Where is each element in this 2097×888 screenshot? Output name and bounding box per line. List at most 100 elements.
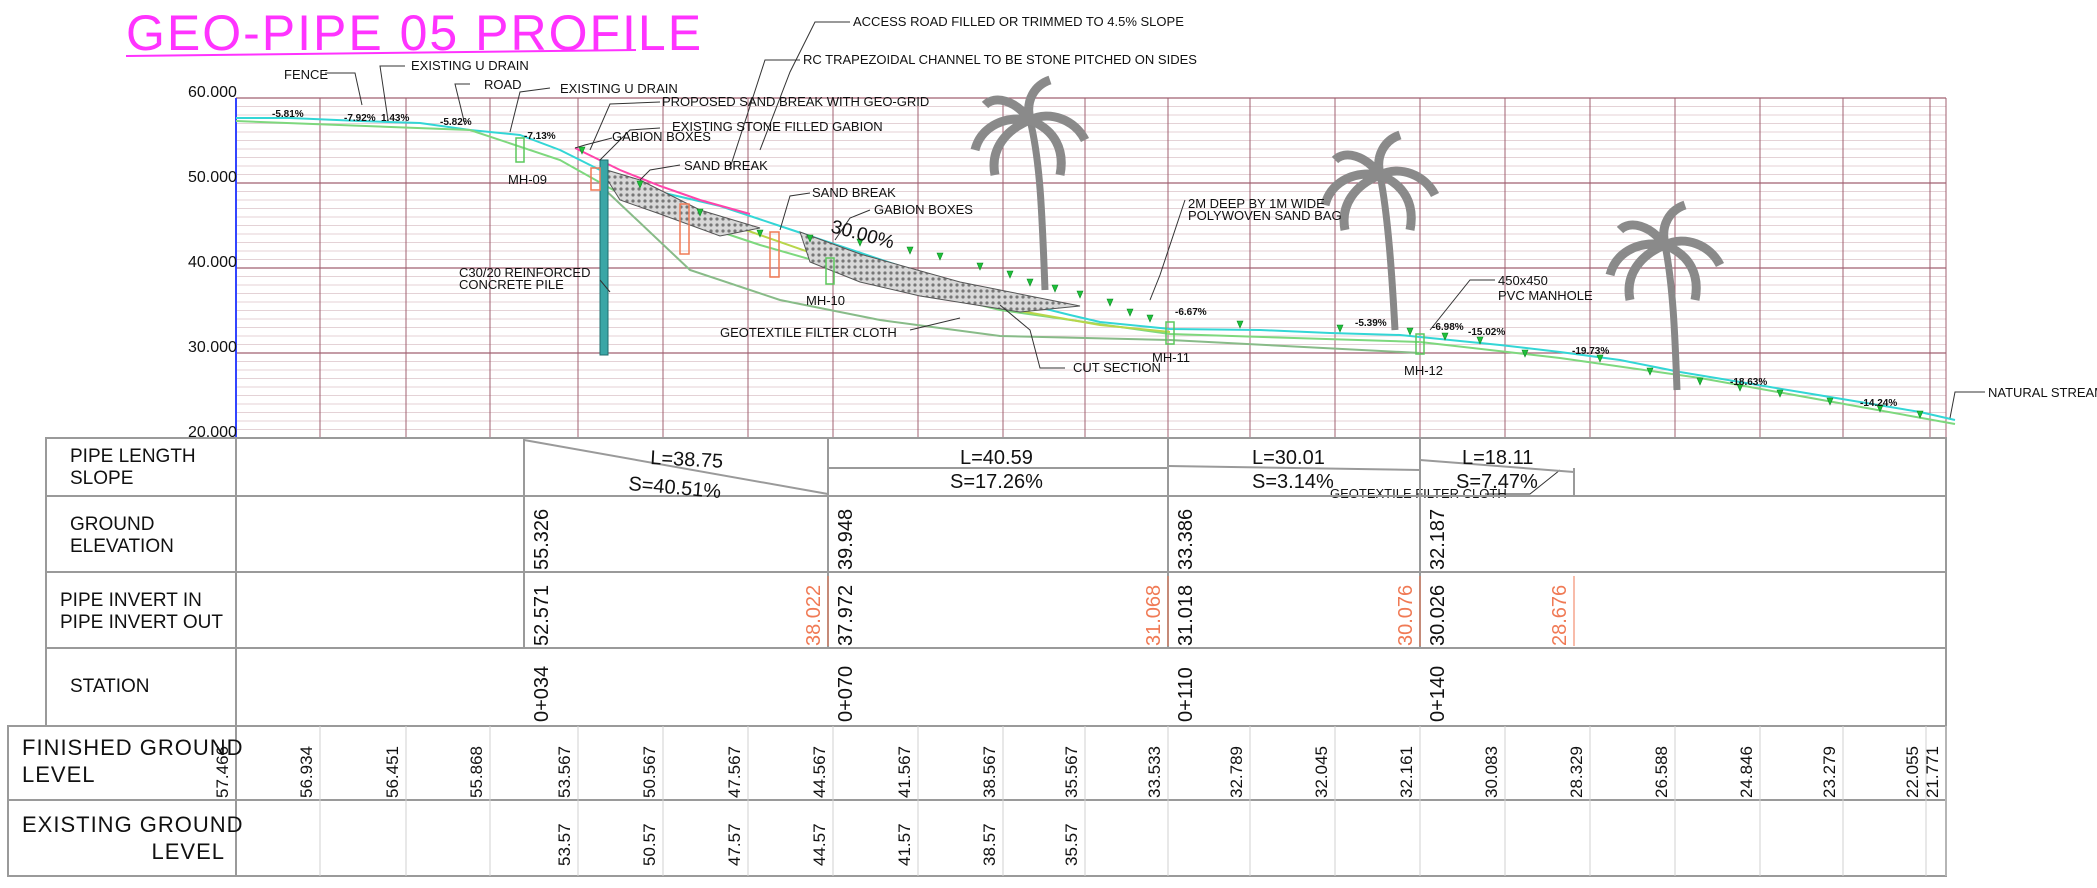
fgl-value: 50.567 bbox=[640, 746, 659, 798]
flow-arrow-icon bbox=[1596, 354, 1604, 363]
label-geotextile-2: GEOTEXTILE FILTER CLOTH bbox=[1330, 486, 1507, 501]
fgl-value: 23.279 bbox=[1820, 746, 1839, 798]
fgl-value: 38.567 bbox=[980, 746, 999, 798]
label-proposed-sand-break: PROPOSED SAND BREAK WITH GEO-GRID bbox=[662, 94, 929, 109]
invert-out: 28.676 bbox=[1549, 585, 1571, 646]
slope-label: -18.63% bbox=[1730, 377, 1767, 388]
flow-arrow-icon bbox=[1106, 298, 1114, 307]
fgl-value: 56.451 bbox=[383, 746, 402, 798]
invert-in: 37.972 bbox=[835, 585, 857, 646]
label-existing-u-drain-1: EXISTING U DRAIN bbox=[411, 58, 529, 73]
flow-arrow-icon bbox=[1736, 383, 1744, 392]
label-mh11: MH-11 bbox=[1152, 350, 1190, 365]
slope-label: 1.43% bbox=[381, 113, 409, 124]
segment-slope: S=40.51% bbox=[628, 473, 723, 503]
segment-length: L=40.59 bbox=[960, 447, 1033, 469]
segment-slope: S=3.14% bbox=[1252, 471, 1334, 493]
egl-value: 50.57 bbox=[640, 823, 659, 866]
label-gabion-boxes-1: GABION BOXES bbox=[612, 129, 711, 144]
label-geotextile-1: GEOTEXTILE FILTER CLOTH bbox=[720, 325, 897, 340]
label-road: ROAD bbox=[484, 77, 522, 92]
label-manhole-1: 450x450 bbox=[1498, 273, 1548, 288]
flow-arrow-icon bbox=[1336, 324, 1344, 333]
manhole-mh12 bbox=[1415, 333, 1425, 355]
flow-arrow-icon bbox=[1876, 404, 1884, 413]
fgl-value: 26.588 bbox=[1652, 746, 1671, 798]
manhole-mh11 bbox=[1165, 321, 1175, 345]
label-sandbag-1: 2M DEEP BY 1M WIDE bbox=[1188, 196, 1325, 211]
fgl-value: 35.567 bbox=[1062, 746, 1081, 798]
label-mh12: MH-12 bbox=[1404, 363, 1443, 378]
label-cut-section: CUT SECTION bbox=[1073, 360, 1161, 375]
fgl-value: 24.846 bbox=[1737, 746, 1756, 798]
invert-in: 31.018 bbox=[1175, 585, 1197, 646]
invert-in: 30.026 bbox=[1427, 585, 1449, 646]
flow-arrow-icon bbox=[906, 246, 914, 255]
slope-label: -5.81% bbox=[272, 109, 304, 120]
label-rc-channel: RC TRAPEZOIDAL CHANNEL TO BE STONE PITCH… bbox=[803, 52, 1197, 67]
flow-arrow-icon bbox=[578, 146, 586, 155]
fgl-value: 44.567 bbox=[810, 746, 829, 798]
flow-arrow-icon bbox=[1476, 336, 1484, 345]
segment-slope: S=7.47% bbox=[1456, 471, 1538, 493]
ground-elevation: 39.948 bbox=[835, 509, 857, 570]
row-header-egl-2: LEVEL bbox=[152, 839, 226, 864]
ground-elevation: 32.187 bbox=[1427, 509, 1449, 570]
station: 0+140 bbox=[1427, 666, 1449, 722]
flow-arrow-icon bbox=[1826, 397, 1834, 406]
gabion-box bbox=[590, 167, 601, 191]
flow-arrow-icon bbox=[636, 180, 644, 189]
label-gabion-boxes-2: GABION BOXES bbox=[874, 202, 973, 217]
egl-value: 38.57 bbox=[980, 823, 999, 866]
fgl-value: 41.567 bbox=[895, 746, 914, 798]
y-tick-40: 40.000 bbox=[188, 254, 237, 271]
fgl-value: 33.533 bbox=[1145, 746, 1164, 798]
flow-arrow-icon bbox=[1126, 308, 1134, 317]
title-underline bbox=[125, 49, 637, 57]
gabion-box bbox=[679, 203, 690, 255]
fgl-value: 56.934 bbox=[297, 746, 316, 798]
label-fence: FENCE bbox=[284, 67, 328, 82]
slope-label: -14.24% bbox=[1860, 398, 1897, 409]
flow-arrow-icon bbox=[1406, 327, 1414, 336]
flow-arrow-icon bbox=[1916, 410, 1924, 419]
flow-arrow-icon bbox=[936, 252, 944, 261]
flow-arrow-icon bbox=[1236, 320, 1244, 329]
flow-arrow-icon bbox=[1026, 278, 1034, 287]
invert-out-ticks bbox=[827, 576, 1575, 646]
y-tick-50: 50.000 bbox=[188, 169, 237, 186]
flow-arrow-icon bbox=[1696, 377, 1704, 386]
flow-arrow-icon bbox=[856, 238, 864, 247]
row-header-egl-1: EXISTING GROUND bbox=[22, 812, 244, 837]
label-sandbag-2: POLYWOVEN SAND BAG bbox=[1188, 208, 1342, 223]
flow-arrow-icon bbox=[1146, 314, 1154, 323]
row-header-ground: GROUND bbox=[70, 514, 154, 535]
row-header-elevation: ELEVATION bbox=[70, 536, 174, 557]
flow-arrow-icon bbox=[1006, 270, 1014, 279]
label-mh09: MH-09 bbox=[508, 172, 547, 187]
slope-label: -7.13% bbox=[524, 131, 556, 142]
label-pile-1: C30/20 REINFORCED bbox=[459, 265, 590, 280]
fgl-value: 28.329 bbox=[1567, 746, 1586, 798]
flow-arrow-icon bbox=[696, 208, 704, 217]
row-header-fgl-1: FINISHED GROUND bbox=[22, 735, 244, 760]
manhole-mh10 bbox=[825, 257, 835, 285]
pipe-invert-line bbox=[599, 184, 1421, 354]
row-header-invert-in: PIPE INVERT IN bbox=[60, 590, 202, 611]
flow-arrow-icon bbox=[1646, 367, 1654, 376]
label-existing-u-drain-2: EXISTING U DRAIN bbox=[560, 81, 678, 96]
row-header-fgl-2: LEVEL bbox=[22, 762, 96, 787]
fgl-column-lines bbox=[319, 726, 1947, 876]
table-frame bbox=[7, 437, 1947, 877]
fgl-value: 30.083 bbox=[1482, 746, 1501, 798]
slope-label: -6.67% bbox=[1175, 307, 1207, 318]
slope-label: -15.02% bbox=[1468, 327, 1505, 338]
concrete-pile bbox=[599, 159, 609, 356]
segment-length: L=38.75 bbox=[650, 447, 724, 473]
row-header-invert-out: PIPE INVERT OUT bbox=[60, 612, 223, 633]
flow-arrow-icon bbox=[1776, 389, 1784, 398]
flow-arrow-icon bbox=[1076, 290, 1084, 299]
station: 0+110 bbox=[1175, 667, 1197, 722]
